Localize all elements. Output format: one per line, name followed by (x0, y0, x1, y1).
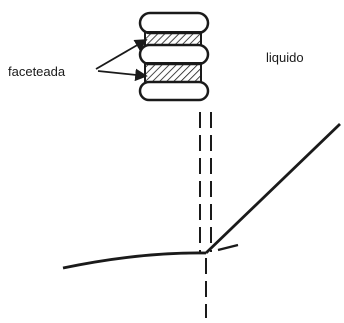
top-disk (138, 11, 210, 35)
faceted-label: faceteada (8, 64, 66, 79)
middle-disk (138, 43, 210, 66)
layer-stack (138, 11, 210, 102)
liquid-label: liquido (266, 50, 304, 65)
faceted-pointer-lower (97, 68, 148, 82)
lower-hatched-layer (144, 62, 202, 84)
solid-curve (62, 251, 207, 270)
bottom-disk (138, 80, 210, 102)
liquid-curve (205, 122, 341, 255)
tangent-dash (217, 243, 239, 252)
faceted-pointer-upper (95, 39, 148, 70)
